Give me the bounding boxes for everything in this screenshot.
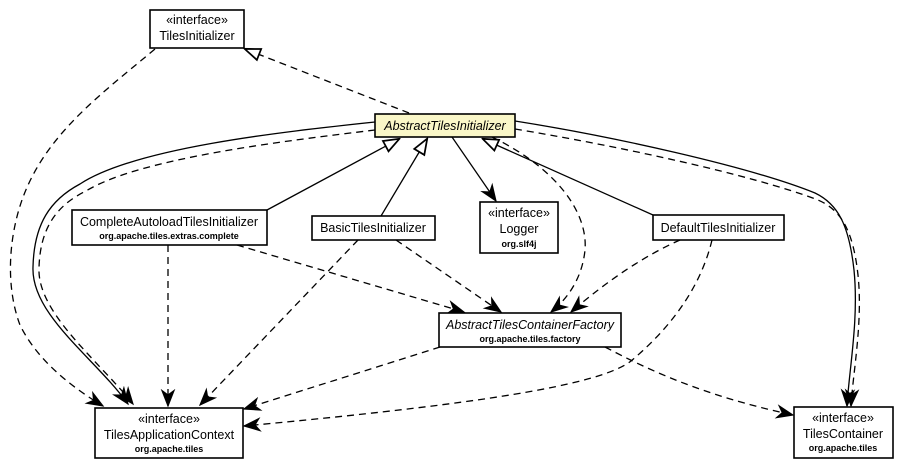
svg-text:«interface»: «interface» [166,13,228,27]
svg-text:«interface»: «interface» [812,411,874,425]
svg-text:Logger: Logger [500,222,539,236]
svg-text:org.apache.tiles: org.apache.tiles [135,444,204,454]
svg-text:org.apache.tiles.factory: org.apache.tiles.factory [479,334,580,344]
svg-text:BasicTilesInitializer: BasicTilesInitializer [320,221,426,235]
svg-text:TilesApplicationContext: TilesApplicationContext [104,428,235,442]
svg-text:org.slf4j: org.slf4j [501,239,536,249]
svg-text:TilesContainer: TilesContainer [803,427,883,441]
svg-text:org.apache.tiles.extras.comple: org.apache.tiles.extras.complete [99,231,239,241]
svg-text:«interface»: «interface» [138,412,200,426]
svg-text:DefaultTilesInitializer: DefaultTilesInitializer [661,221,776,235]
svg-text:AbstractTilesContainerFactory: AbstractTilesContainerFactory [445,318,615,332]
svg-text:AbstractTilesInitializer: AbstractTilesInitializer [383,119,506,133]
svg-text:TilesInitializer: TilesInitializer [159,29,234,43]
svg-text:«interface»: «interface» [488,206,550,220]
svg-text:org.apache.tiles: org.apache.tiles [809,443,878,453]
svg-text:CompleteAutoloadTilesInitializ: CompleteAutoloadTilesInitializer [80,215,258,229]
